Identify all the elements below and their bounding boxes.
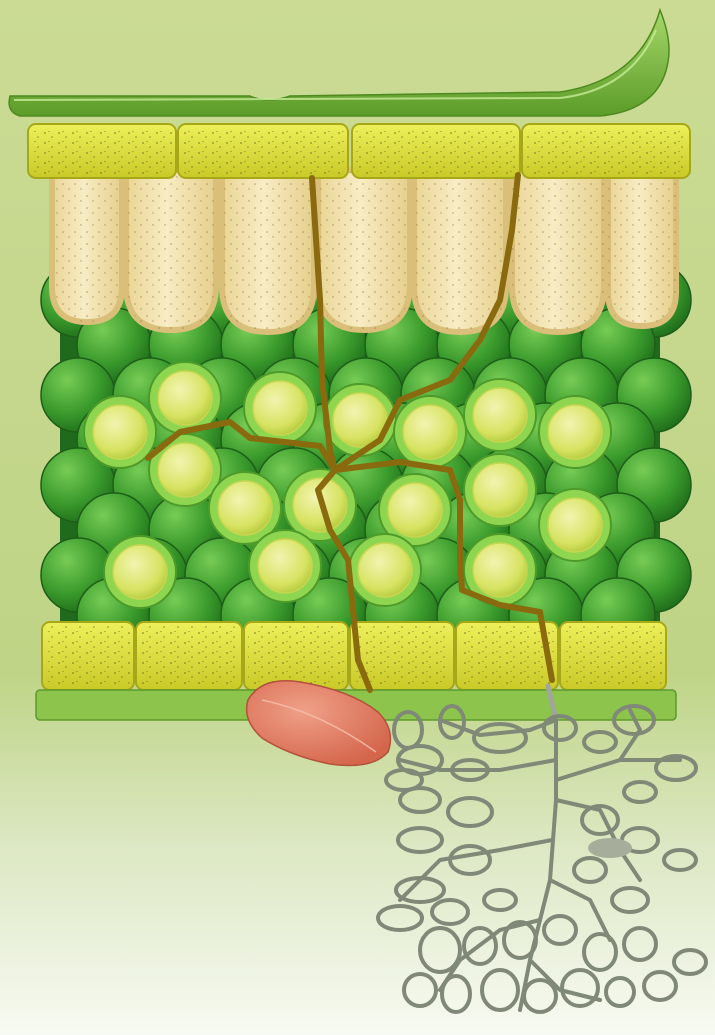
root-nodule [588, 838, 632, 858]
air-space-cell [349, 534, 421, 606]
palisade-cell [52, 170, 122, 322]
palisade-cell [126, 170, 216, 330]
air-space-cell [244, 372, 316, 444]
palisade-cell [318, 170, 410, 330]
air-space-cell [324, 384, 396, 456]
epidermis-cell [178, 124, 348, 178]
air-space-cell [464, 379, 536, 451]
epidermis-cell [42, 622, 134, 690]
air-space-cell [104, 536, 176, 608]
air-space-cell [249, 530, 321, 602]
palisade-mesophyll [52, 170, 676, 332]
epidermis-cell [560, 622, 666, 690]
air-space-cell [539, 396, 611, 468]
air-space-cell [464, 454, 536, 526]
palisade-cell [414, 170, 506, 332]
palisade-cell [608, 170, 676, 326]
epidermis-cell [352, 124, 520, 178]
epidermis-cell [28, 124, 176, 178]
air-space-cell [394, 396, 466, 468]
epidermis-cell [522, 124, 690, 178]
epidermis-cell [244, 622, 348, 690]
epidermis-cell [136, 622, 242, 690]
air-space-cell [539, 489, 611, 561]
palisade-cell [222, 170, 314, 332]
upper-epidermis [28, 124, 690, 178]
palisade-cell [512, 170, 604, 332]
